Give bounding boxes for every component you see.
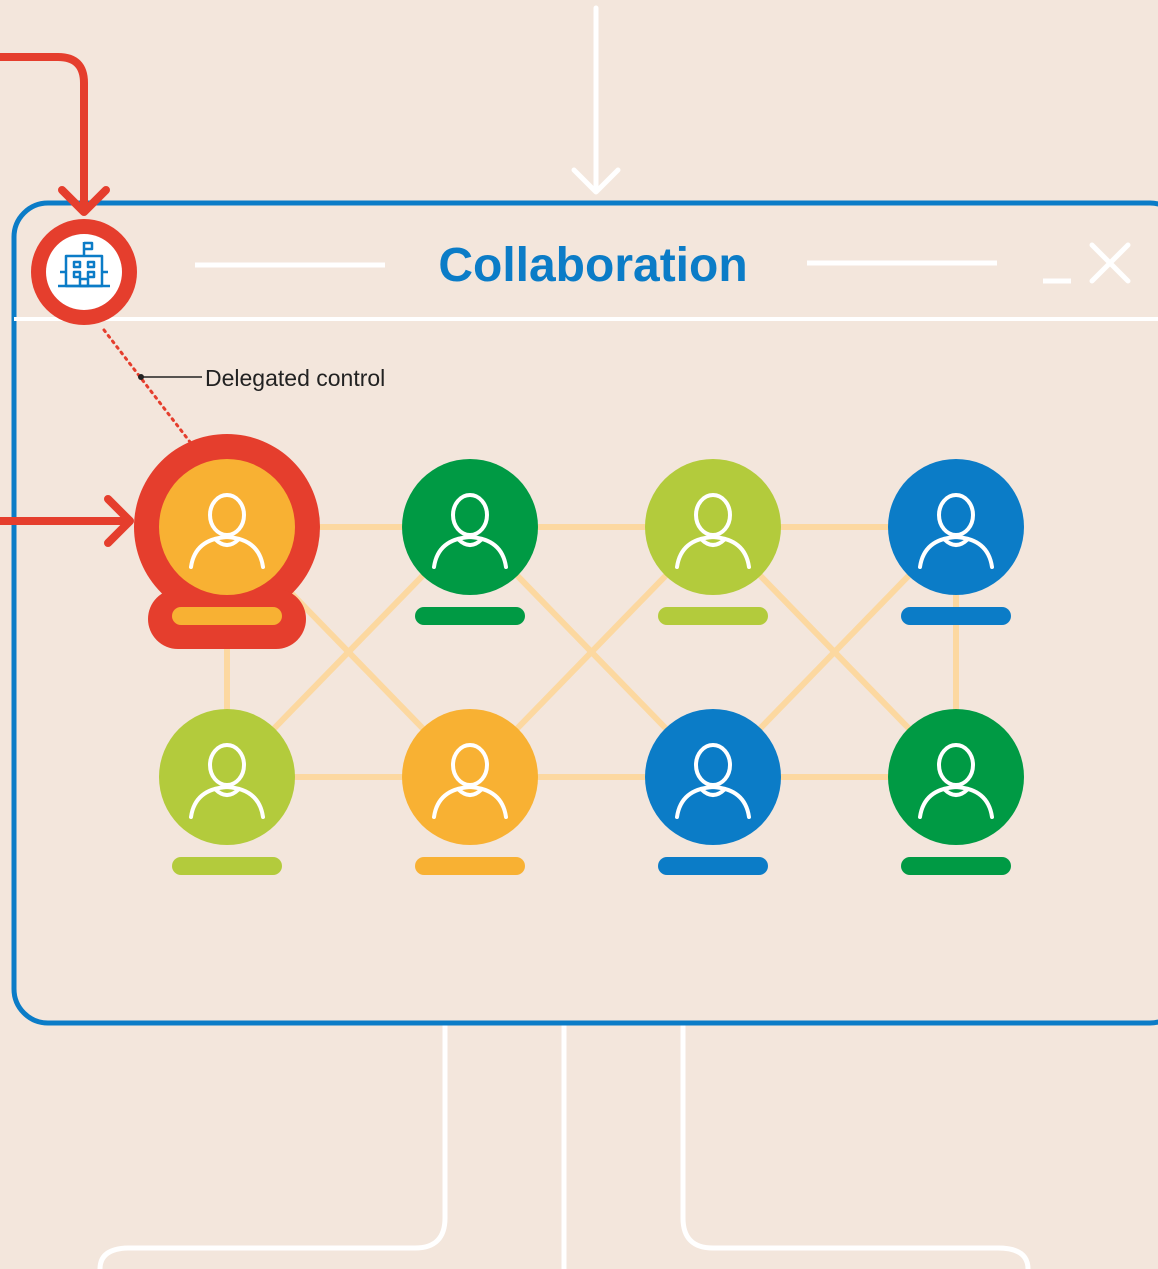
- person-name-bar: [415, 607, 525, 625]
- collaboration-links: [224, 524, 959, 780]
- collaboration-window: Collaboration: [11, 200, 1158, 1026]
- avatar: [159, 459, 295, 595]
- person-name-bar: [172, 857, 282, 875]
- person-node-p4[interactable]: [888, 459, 1024, 625]
- person-round-glasses-icon: [189, 743, 265, 819]
- person-node-p7[interactable]: [645, 709, 781, 875]
- person-node-p2[interactable]: [402, 459, 538, 625]
- person-name-bar: [901, 857, 1011, 875]
- avatar: [159, 709, 295, 845]
- person-node-p3[interactable]: [645, 459, 781, 625]
- external-connectors: [97, 5, 1031, 1269]
- person-hijab-icon: [675, 493, 751, 569]
- delegation-arrows: [0, 53, 134, 547]
- bottom-connector-right: [680, 1023, 1031, 1269]
- close-icon[interactable]: [1089, 242, 1131, 284]
- person-name-bar: [415, 857, 525, 875]
- delegated-control-label: Delegated control: [205, 365, 385, 391]
- organization-node[interactable]: [31, 219, 137, 325]
- person-node-admin[interactable]: [134, 434, 320, 649]
- person-name-bar: [658, 607, 768, 625]
- org-incoming-arrowhead: [58, 186, 110, 216]
- window-title: Collaboration: [438, 239, 747, 292]
- person-name-bar: [901, 607, 1011, 625]
- org-incoming-arrow: [0, 53, 88, 214]
- avatar: [645, 459, 781, 595]
- person-name-bar: [172, 607, 282, 625]
- bottom-connector-left: [97, 1023, 448, 1269]
- person-ponytail-icon: [675, 743, 751, 819]
- top-incoming-arrowhead: [571, 167, 621, 195]
- delegated-control-line: [102, 328, 192, 444]
- person-beard-icon: [432, 493, 508, 569]
- person-node-p6[interactable]: [402, 709, 538, 875]
- avatar: [402, 709, 538, 845]
- person-node-p5[interactable]: [159, 709, 295, 875]
- avatar: [645, 709, 781, 845]
- avatar: [888, 459, 1024, 595]
- people-nodes: [134, 434, 1024, 875]
- window-frame: [11, 200, 1158, 1026]
- person-glasses-icon: [189, 493, 265, 569]
- avatar: [888, 709, 1024, 845]
- admin-incoming-arrowhead: [104, 495, 134, 547]
- person-graduate-icon: [432, 743, 508, 819]
- person-icon: [918, 493, 994, 569]
- person-name-bar: [658, 857, 768, 875]
- avatar: [402, 459, 538, 595]
- building-icon: [58, 241, 110, 288]
- person-node-p8[interactable]: [888, 709, 1024, 875]
- person-long-hair-icon: [918, 743, 994, 819]
